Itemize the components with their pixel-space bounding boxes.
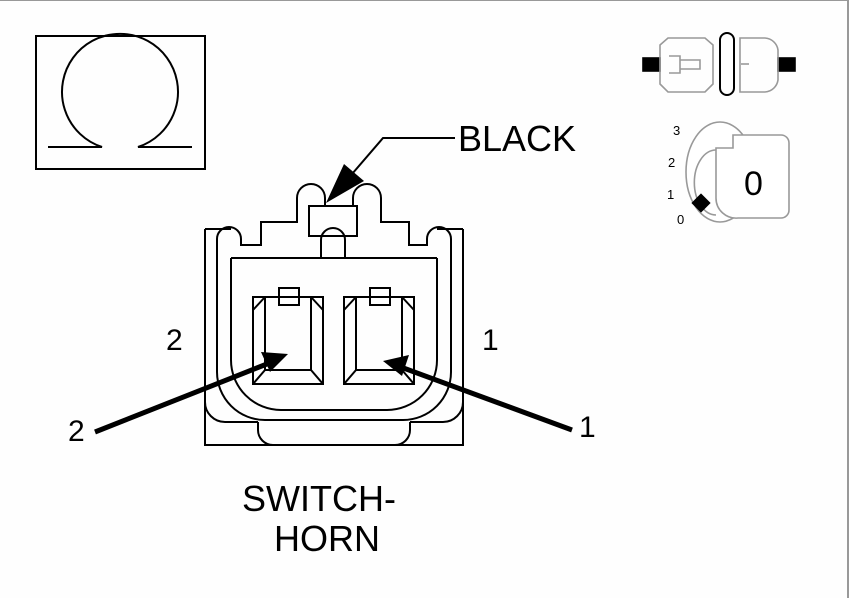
cavity-1-pointer-arrow [383,355,573,433]
ohm-meter-icon [35,32,206,170]
key-position-2: 2 [668,155,676,170]
connector-outline [204,183,464,446]
cavity-2-label: 2 [166,324,183,357]
connector-color-label: BLACK [458,118,577,159]
black-pointer-arrow [326,137,455,203]
key-position-1: 1 [667,187,675,202]
component-name-line2: HORN [274,518,380,559]
key-position-0: 0 [677,212,685,227]
connector-side-view-icon [642,32,796,96]
ignition-key-icon [685,121,790,223]
cavity-2-pointer-arrow [94,352,288,435]
pointer-2-label: 2 [68,415,85,448]
cavity-1-label: 1 [482,324,499,357]
key-face-label: 0 [744,165,763,203]
pointer-1-label: 1 [579,411,596,444]
component-name-line1: SWITCH- [242,478,396,519]
key-position-3: 3 [673,123,681,138]
